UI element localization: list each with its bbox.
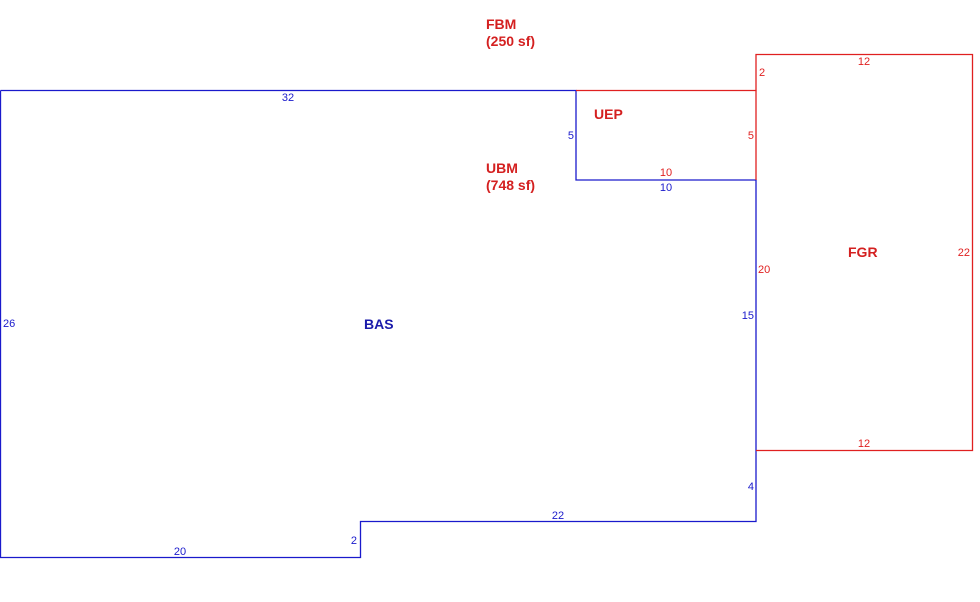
dim-bas-bottom-left: 20 [174, 546, 186, 558]
ubm-size: (748 sf) [486, 177, 535, 193]
dim-uep-bottom: 10 [660, 167, 672, 179]
bas-outline [0, 89, 757, 559]
dim-fgr-top: 12 [858, 56, 870, 68]
dim-fgr-right: 22 [958, 247, 970, 259]
dim-bas-step: 2 [351, 535, 357, 547]
dim-bas-bottom-right: 22 [552, 510, 564, 522]
fbm-size: (250 sf) [486, 33, 535, 49]
dim-bas-top: 32 [282, 92, 294, 104]
dim-fgr-left: 20 [758, 264, 770, 276]
dim-bas-right-lower: 4 [748, 481, 754, 493]
ubm-label: UBM [486, 160, 518, 176]
dim-fgr-bottom: 12 [858, 438, 870, 450]
fbm-label: FBM [486, 16, 516, 32]
fgr-uep-outline [576, 53, 974, 452]
uep-label: UEP [594, 106, 623, 122]
bas-label: BAS [364, 316, 394, 332]
dim-bas-notch-bottom: 10 [660, 182, 672, 194]
fgr-label: FGR [848, 244, 878, 260]
dim-bas-left: 26 [3, 318, 15, 330]
dim-bas-right-upper: 15 [742, 310, 754, 322]
dim-bas-notch-side: 5 [568, 130, 574, 142]
dim-fgr-offset: 2 [759, 67, 765, 79]
dim-uep-right: 5 [748, 130, 754, 142]
